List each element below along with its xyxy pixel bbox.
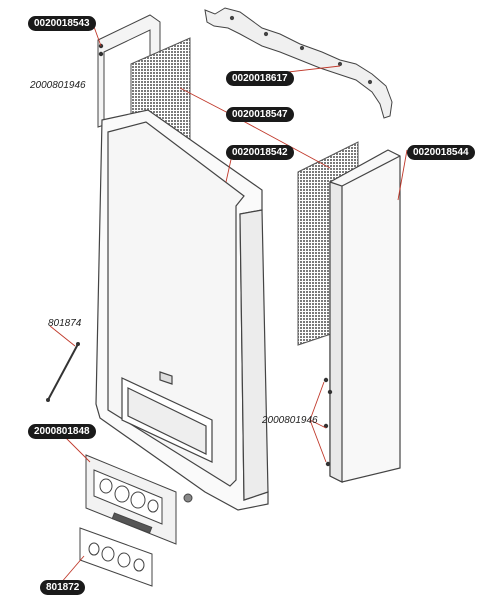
front-casing-part bbox=[95, 109, 269, 511]
part-label-801872[interactable]: 801872 bbox=[40, 580, 86, 595]
part-label-0020018543[interactable]: 0020018543 bbox=[28, 16, 96, 31]
rod-label: 801874 bbox=[48, 318, 82, 329]
fascia-overlay-part bbox=[79, 527, 153, 587]
screw-label-right: 2000801946 bbox=[262, 415, 318, 426]
top-bracket-part bbox=[204, 7, 393, 119]
rod-part bbox=[46, 342, 80, 402]
part-label-2000801848[interactable]: 2000801848 bbox=[28, 424, 96, 439]
side-panel-part bbox=[329, 149, 401, 483]
screws-left-part bbox=[98, 43, 104, 57]
control-fascia-part bbox=[85, 454, 193, 545]
part-label-0020018542[interactable]: 0020018542 bbox=[226, 145, 294, 160]
screw-label-left: 2000801946 bbox=[30, 80, 86, 91]
part-label-0020018617[interactable]: 0020018617 bbox=[226, 71, 294, 86]
part-label-0020018547[interactable]: 0020018547 bbox=[226, 107, 294, 122]
part-label-0020018544[interactable]: 0020018544 bbox=[407, 145, 475, 160]
